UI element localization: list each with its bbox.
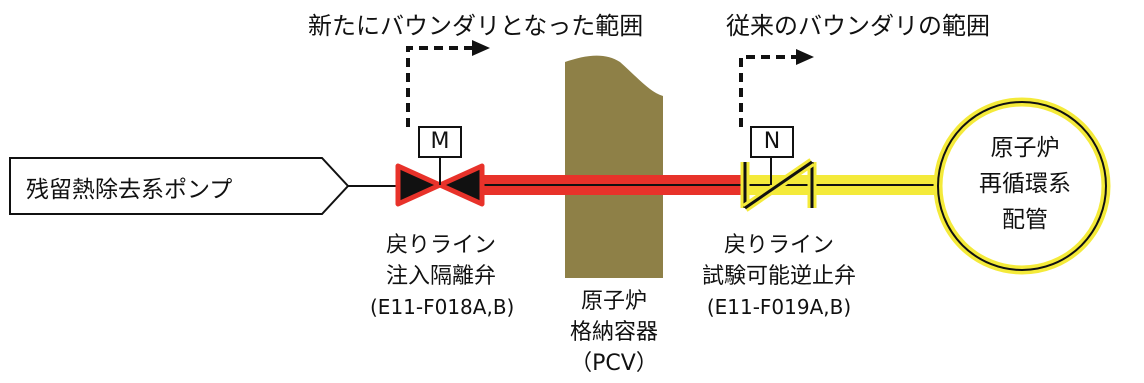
actuator-m-box <box>418 126 462 158</box>
valve2-line2: 試験可能逆止弁 <box>701 264 856 289</box>
valve2-caption: 戻りライン 試験可能逆止弁 (E11-F019A,B) <box>684 230 874 323</box>
actuator-m-label: M <box>430 129 450 154</box>
pcv-caption: 原子炉 格納容器 （PCV） <box>550 286 678 379</box>
vessel-label-line1: 原子炉 <box>990 135 1060 161</box>
new-boundary-title: 新たにバウンダリとなった範囲 <box>308 12 644 40</box>
new-boundary-arrow <box>406 40 490 127</box>
old-boundary-arrow <box>739 49 814 127</box>
valve-n <box>740 126 817 212</box>
vessel-label-line3: 配管 <box>1002 207 1048 233</box>
valve1-line2: 注入隔離弁 <box>385 264 496 289</box>
pcv-line2: 格納容器 <box>569 320 658 345</box>
pcv-line1: 原子炉 <box>580 289 647 314</box>
valve1-code: (E11-F018A,B) <box>370 295 515 319</box>
pcv-line3: （PCV） <box>570 351 658 376</box>
valve2-code: (E11-F019A,B) <box>706 295 852 319</box>
valve2-line1: 戻りライン <box>723 233 834 258</box>
valve-m <box>395 126 485 207</box>
pump-label: 残留熱除去系ポンプ <box>26 177 233 203</box>
actuator-n-box <box>750 126 794 158</box>
pcv-wall <box>565 55 663 279</box>
pump-shape <box>9 157 350 215</box>
vessel-label: 原子炉 再循環系 配管 <box>950 130 1100 238</box>
valve1-caption: 戻りライン 注入隔離弁 (E11-F018A,B) <box>370 230 515 323</box>
actuator-n-label: N <box>763 129 781 154</box>
valve1-line1: 戻りライン <box>385 233 496 258</box>
old-boundary-title: 従来のバウンダリの範囲 <box>726 12 990 40</box>
vessel-label-line2: 再循環系 <box>979 171 1071 197</box>
